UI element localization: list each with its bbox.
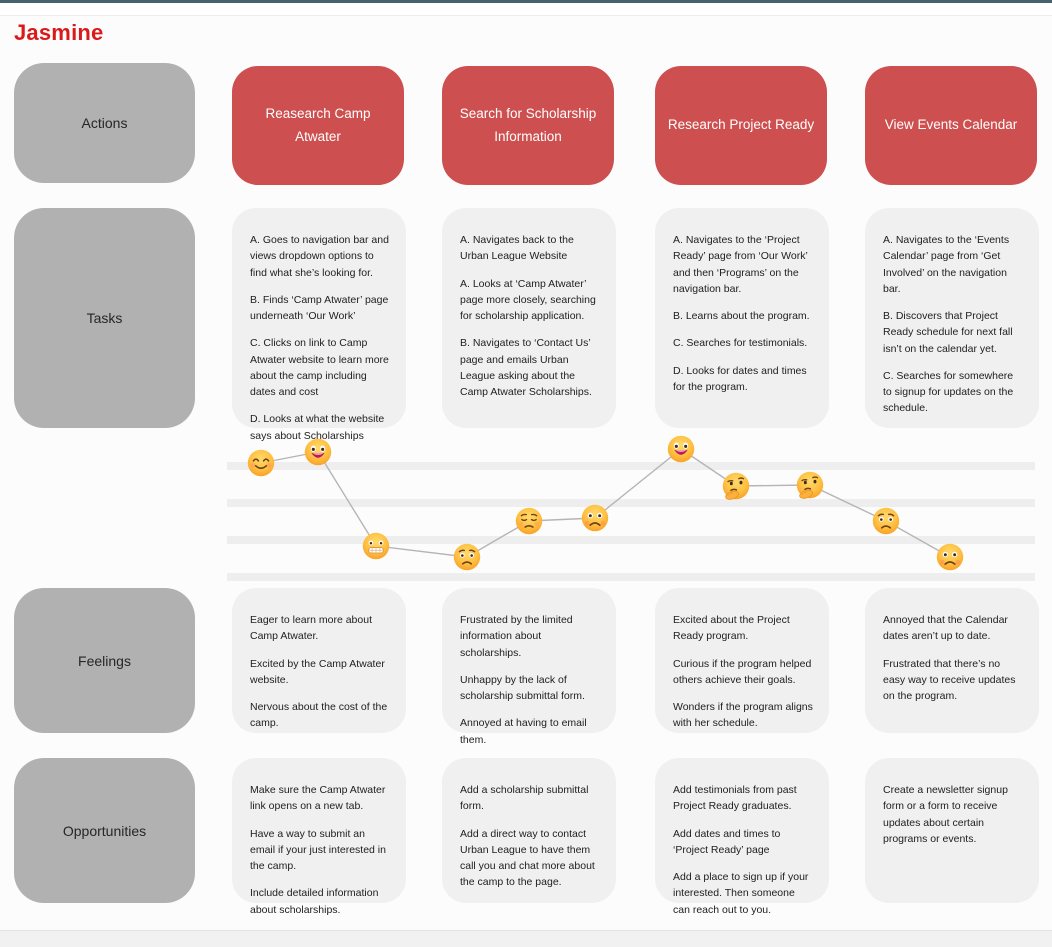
card-paragraph: B. Navigates to ‘Contact Us’ page and em…	[460, 337, 592, 399]
card-paragraph: Have a way to submit an email if your ju…	[250, 827, 386, 873]
action-header-text: View Events Calendar	[884, 117, 1018, 133]
card-paragraph: Annoyed that the Calendar dates aren’t u…	[883, 614, 1008, 643]
tasks-card[interactable]: A. Navigates to the ‘Events Calendar’ pa…	[865, 208, 1039, 428]
card-paragraph: Add a place to sign up if your intereste…	[673, 871, 809, 916]
emoji-pensive-marker[interactable]	[515, 507, 543, 535]
card-paragraph: Frustrated that there’s no easy way to r…	[883, 657, 1016, 703]
emoji-frowning-marker[interactable]	[936, 543, 964, 571]
card-paragraph: B. Discovers that Project Ready schedule…	[883, 310, 1013, 355]
card-paragraph: A. Navigates to the ‘Events Calendar’ pa…	[883, 234, 1010, 295]
mood-gridline-band	[227, 499, 1035, 507]
row-label-text: Actions	[81, 115, 128, 131]
row-label-feelings[interactable]: Feelings	[14, 588, 195, 733]
persona-title: Jasmine	[14, 20, 104, 45]
card-paragraph: B. Learns about the program.	[673, 310, 810, 323]
card-paragraph: Include detailed information about schol…	[250, 887, 379, 916]
row-label-text: Opportunities	[62, 822, 147, 839]
card-paragraph: C. Searches for testimonials.	[673, 337, 808, 350]
action-header-project-ready[interactable]: Research Project Ready	[655, 66, 827, 185]
card-paragraph: A. Looks at ‘Camp Atwater’ page more clo…	[460, 277, 596, 323]
row-label-actions[interactable]: Actions	[14, 63, 195, 183]
card-paragraph: Wonders if the program aligns with her s…	[673, 701, 813, 730]
tasks-card[interactable]: A. Goes to navigation bar and views drop…	[232, 208, 406, 442]
card-paragraph: Add a direct way to contact Urban League…	[460, 827, 595, 889]
emoji-worried-marker[interactable]	[872, 507, 900, 535]
feelings-card[interactable]: Excited about the Project Ready program.…	[655, 588, 829, 733]
row-label-text: Feelings	[78, 652, 131, 669]
card-paragraph: A. Navigates back to the Urban League We…	[460, 234, 574, 263]
card-paragraph: Frustrated by the limited information ab…	[460, 614, 573, 659]
action-header-text: Search for Scholarship Information	[459, 106, 597, 144]
card-paragraph: Add dates and times to ‘Project Ready’ p…	[673, 827, 781, 856]
card-paragraph: Add a scholarship submittal form.	[460, 784, 589, 813]
opportunities-card[interactable]: Make sure the Camp Atwater link opens on…	[232, 758, 406, 916]
tasks-card[interactable]: A. Navigates back to the Urban League We…	[442, 208, 616, 428]
card-paragraph: Eager to learn more about Camp Atwater.	[250, 614, 372, 643]
card-paragraph: B. Finds ‘Camp Atwater’ page underneath …	[250, 293, 389, 323]
card-paragraph: Create a newsletter signup form or a for…	[883, 784, 1008, 845]
emoji-frowning-marker[interactable]	[581, 504, 609, 532]
feelings-card[interactable]: Frustrated by the limited information ab…	[442, 588, 616, 746]
card-paragraph: D. Looks at what the website says about …	[250, 413, 385, 442]
card-paragraph: Unhappy by the lack of scholarship submi…	[460, 673, 585, 703]
card-paragraph: C. Searches for somewhere to signup for …	[883, 369, 1014, 415]
card-paragraph: Make sure the Camp Atwater link opens on…	[250, 784, 386, 813]
action-header-text: Reasearch Camp Atwater	[265, 106, 371, 144]
emoji-grinning-marker[interactable]	[667, 435, 695, 463]
opportunities-card[interactable]: Add a scholarship submittal form. Add a d…	[442, 758, 616, 903]
action-header-camp-atwater[interactable]: Reasearch Camp Atwater	[232, 66, 404, 185]
action-header-events-calendar[interactable]: View Events Calendar	[865, 66, 1037, 185]
opportunities-card[interactable]: Add testimonials from past Project Ready…	[655, 758, 829, 916]
emoji-thinking-marker[interactable]	[722, 472, 750, 500]
mood-gridline-band	[227, 536, 1035, 544]
card-paragraph: A. Goes to navigation bar and views drop…	[250, 234, 389, 279]
opportunities-card[interactable]: Create a newsletter signup form or a for…	[865, 758, 1039, 903]
action-header-scholarship[interactable]: Search for Scholarship Information	[442, 66, 614, 185]
card-paragraph: Add testimonials from past Project Ready…	[673, 784, 797, 813]
row-label-tasks[interactable]: Tasks	[14, 208, 195, 428]
card-paragraph: Excited by the Camp Atwater website.	[250, 657, 385, 686]
card-paragraph: Curious if the program helped others ach…	[673, 657, 812, 686]
card-paragraph: Annoyed at having to email them.	[460, 717, 587, 746]
feelings-card[interactable]: Eager to learn more about Camp Atwater. E…	[232, 588, 406, 733]
mood-gridline-band	[227, 462, 1035, 470]
action-header-text: Research Project Ready	[667, 117, 815, 133]
card-paragraph: Nervous about the cost of the camp.	[250, 701, 388, 730]
emoji-smiling-marker[interactable]	[247, 449, 275, 477]
mood-gridline-band	[227, 573, 1035, 581]
row-label-text: Tasks	[86, 310, 123, 326]
card-paragraph: D. Looks for dates and times for the pro…	[673, 364, 807, 393]
emoji-thinking-marker[interactable]	[796, 471, 824, 499]
emoji-grinning-marker[interactable]	[304, 438, 332, 466]
window-top-accent-bar	[0, 0, 1052, 3]
bottom-edge-strip	[0, 930, 1052, 947]
feelings-card[interactable]: Annoyed that the Calendar dates aren’t u…	[865, 588, 1039, 733]
card-paragraph: A. Navigates to the ‘Project Ready’ page…	[673, 234, 808, 295]
row-label-opportunities[interactable]: Opportunities	[14, 758, 195, 903]
tasks-card[interactable]: A. Navigates to the ‘Project Ready’ page…	[655, 208, 829, 428]
card-paragraph: C. Clicks on link to Camp Atwater websit…	[250, 337, 389, 399]
emoji-grimacing-marker[interactable]	[362, 532, 390, 560]
emoji-worried-marker[interactable]	[453, 543, 481, 571]
card-paragraph: Excited about the Project Ready program.	[673, 614, 790, 643]
